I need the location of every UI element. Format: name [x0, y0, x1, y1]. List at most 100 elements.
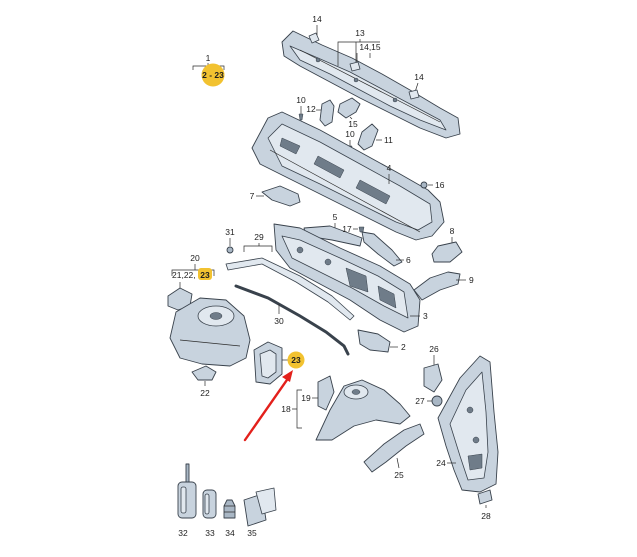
firewall-hole-2 [324, 258, 332, 266]
label-2: 2 [401, 342, 406, 352]
cowl-panel-face [289, 45, 447, 131]
leader-15 [349, 116, 353, 120]
grommet-part-16 [420, 181, 428, 189]
firewall-hole-1 [296, 246, 304, 254]
label-35: 35 [247, 528, 257, 538]
label-15: 15 [348, 119, 358, 129]
label-21-22-highlight: 23 [200, 270, 210, 280]
label-13: 13 [355, 28, 365, 38]
highlight-marker-group [201, 63, 225, 87]
firewall-panel [273, 223, 421, 333]
label-14b: 14 [414, 72, 424, 82]
part-32-highlight [180, 486, 187, 514]
bracket-part-19 [317, 375, 335, 411]
label-33: 33 [205, 528, 215, 538]
part-33-group [202, 489, 217, 519]
label-7: 7 [250, 191, 255, 201]
part-33-highlight [204, 493, 210, 515]
label-24: 24 [436, 458, 446, 468]
label-19: 19 [301, 393, 311, 403]
label-8: 8 [450, 226, 455, 236]
bracket-part-2 [357, 329, 391, 353]
label-23: 23 [291, 355, 301, 365]
strut-tower-right-hole [351, 389, 361, 395]
cowl-panel-edge [299, 49, 441, 123]
cowl-panel [281, 30, 461, 139]
label-9: 9 [469, 275, 474, 285]
bracket-part-12 [319, 99, 335, 127]
plenum-opening-2 [313, 155, 345, 179]
reinforcement-part-23-face [259, 349, 277, 379]
plenum-panel [251, 111, 445, 241]
bracket-part-8 [431, 241, 463, 263]
label-26: 26 [429, 344, 439, 354]
label-11: 11 [384, 135, 393, 145]
label-21-22: 21,22, [172, 270, 196, 280]
label-28: 28 [481, 511, 491, 521]
pointer-arrow-shaft [243, 375, 291, 442]
label-10a: 10 [296, 95, 306, 105]
pillar-panel-24 [437, 355, 499, 493]
label-29: 29 [254, 232, 264, 242]
label-30: 30 [274, 316, 284, 326]
pillar-hole-1 [466, 406, 474, 414]
clip-part-14b [408, 89, 420, 100]
part-32-group [177, 463, 197, 519]
grommet-part-27 [431, 395, 443, 407]
part-34-body [223, 499, 236, 519]
clip-part-14-15 [349, 61, 361, 72]
bracket-part-9 [413, 271, 461, 301]
label-3: 3 [423, 311, 428, 321]
pillar-panel-face [449, 371, 489, 481]
leader-29 [243, 243, 273, 252]
bracket-part-26 [423, 363, 443, 393]
plenum-edge [269, 149, 421, 233]
pointer-arrow [243, 370, 293, 442]
label-group-1: 1 [206, 53, 211, 63]
highlight-marker-21-22 [198, 268, 212, 280]
pillar-opening [467, 453, 483, 471]
bracket-part-11 [357, 123, 379, 151]
clip-part-14a [308, 32, 320, 44]
screw-part-10a [298, 113, 304, 121]
label-16: 16 [435, 180, 445, 190]
bracket-part-7 [261, 185, 301, 207]
clip-part-17 [358, 226, 365, 233]
part-34-rings [224, 505, 235, 513]
plenum-opening-1 [279, 137, 301, 155]
group-1-header: 1 2 - 23 [192, 53, 225, 87]
label-25: 25 [394, 470, 404, 480]
label-27: 27 [415, 396, 425, 406]
leader-25 [396, 457, 400, 469]
label-20: 20 [190, 253, 200, 263]
firewall-opening-2 [377, 285, 397, 309]
part-34-group [223, 499, 236, 519]
label-6: 6 [406, 255, 411, 265]
label-4: 4 [387, 163, 392, 173]
leader-13 [337, 39, 380, 66]
highlight-marker-23 [287, 351, 305, 369]
strut-tower-hole [209, 312, 223, 320]
strut-tower-edge [179, 339, 241, 347]
grommet-part-31 [226, 246, 234, 254]
label-group-1-range: 2 - 23 [202, 70, 224, 80]
label-34: 34 [225, 528, 235, 538]
plenum-opening-3 [355, 179, 391, 205]
label-12: 12 [306, 104, 316, 114]
leader-18 [292, 389, 302, 429]
label-22: 22 [200, 388, 210, 398]
cowl-hole-1 [315, 57, 321, 63]
label-17: 17 [342, 224, 352, 234]
label-14-15: 14,15 [359, 42, 381, 52]
plenum-panel-face [267, 123, 433, 231]
leader-20 [171, 264, 215, 276]
label-5: 5 [333, 212, 338, 222]
strut-tower-right [315, 379, 411, 441]
brace-part-6 [361, 231, 403, 267]
part-32-pin [185, 463, 190, 483]
seal-strip-part-30 [234, 284, 350, 356]
label-18: 18 [281, 404, 291, 414]
firewall-face [281, 235, 409, 319]
bracket-part-22 [191, 365, 217, 381]
